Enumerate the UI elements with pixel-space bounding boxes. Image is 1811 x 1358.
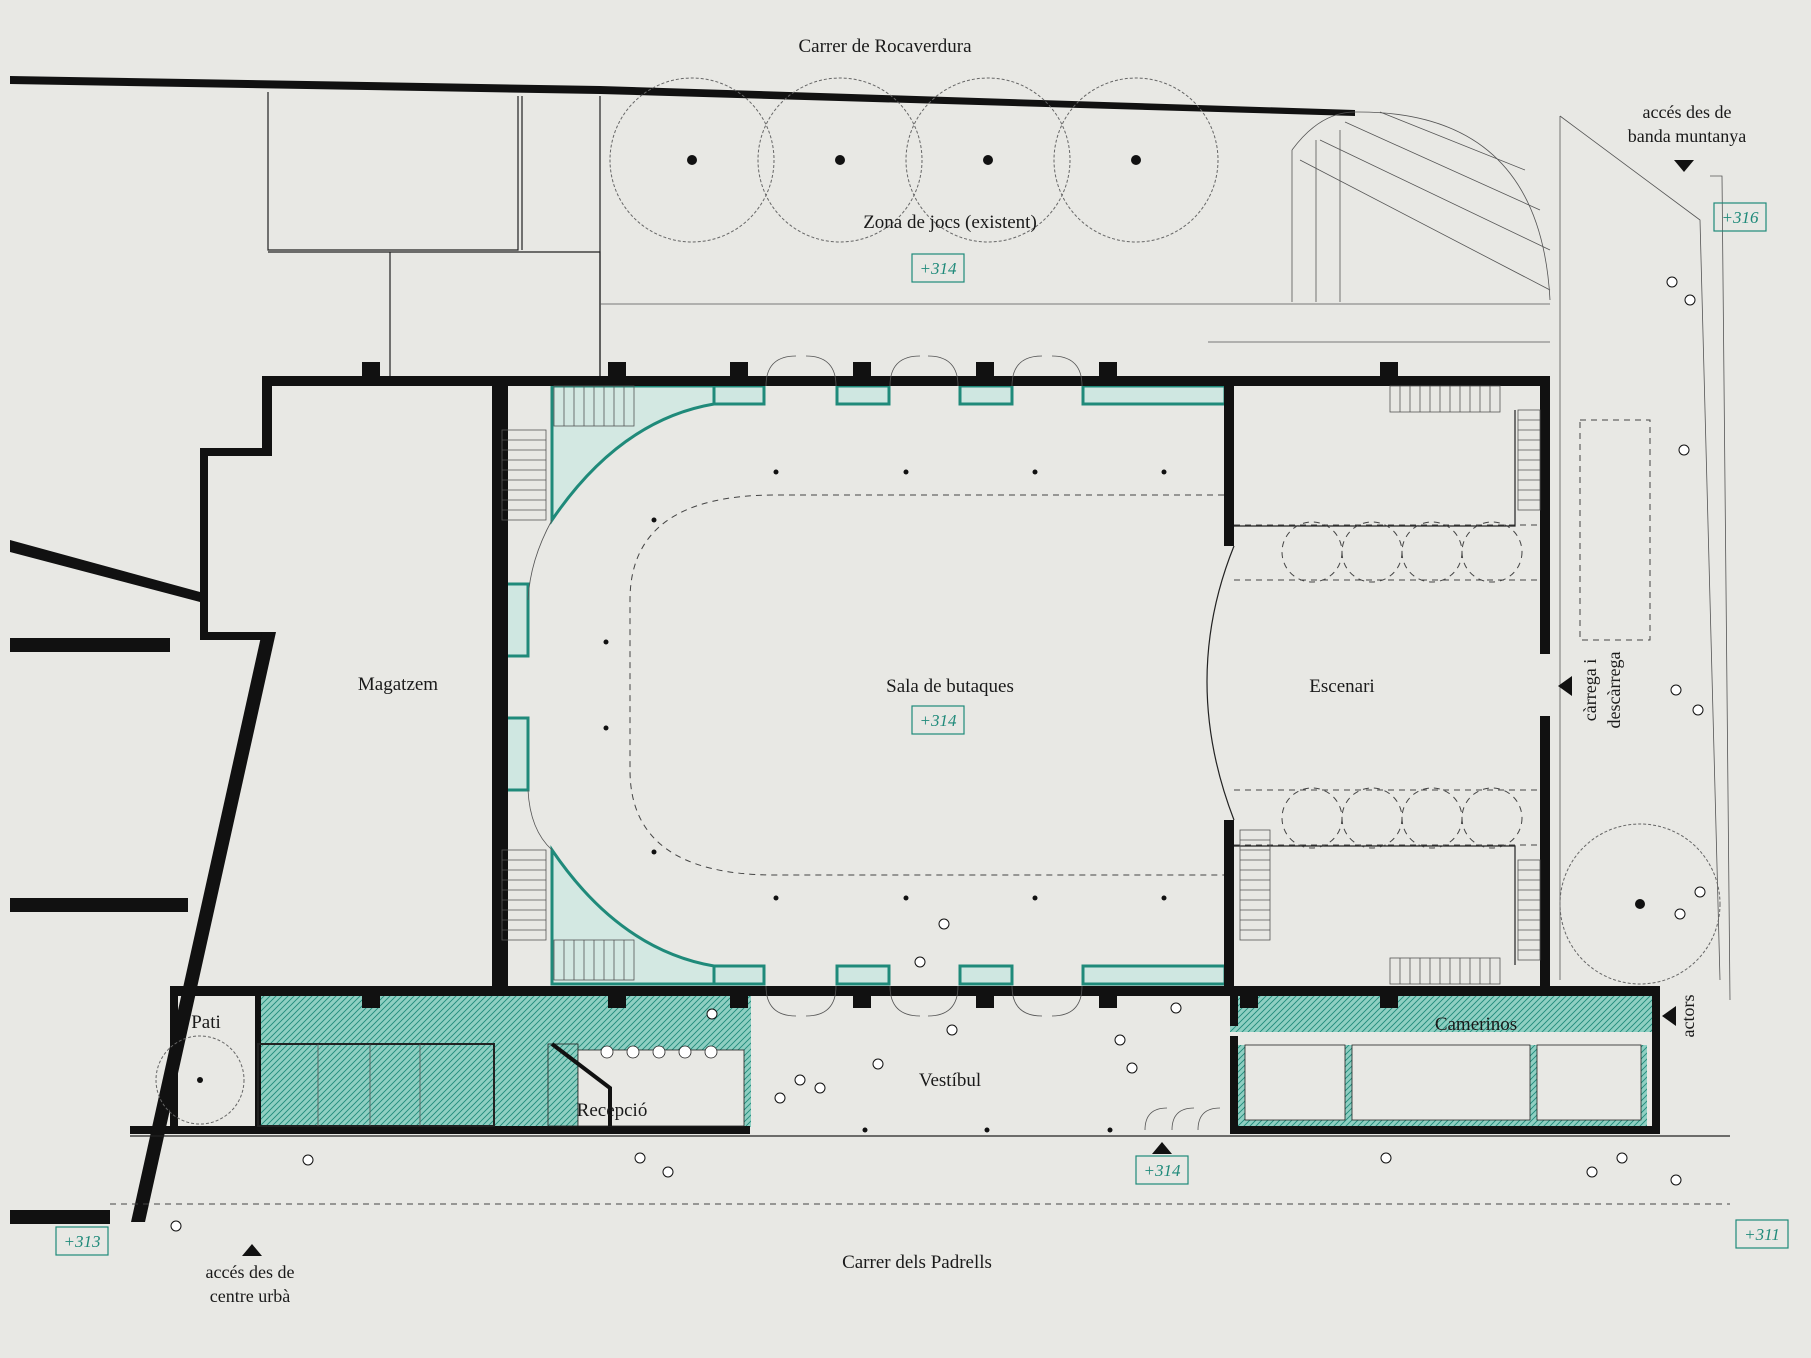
person-icon <box>170 1220 182 1232</box>
pati-label: Pati <box>191 1012 221 1033</box>
tree-icon <box>757 77 923 243</box>
person-icon <box>938 918 950 930</box>
level-zona-jocs: +314 <box>920 259 957 278</box>
auditorium-dots <box>603 469 1167 1133</box>
carrega-line1: càrrega i <box>1580 659 1600 721</box>
person-icon <box>774 1092 786 1104</box>
person-icon <box>1670 1174 1682 1186</box>
person-icon <box>1694 886 1706 898</box>
person-icon <box>1684 294 1696 306</box>
tree-icon <box>1053 77 1219 243</box>
person-icon <box>814 1082 826 1094</box>
person-icon <box>1678 444 1690 456</box>
person-icon <box>914 956 926 968</box>
person-icon <box>302 1154 314 1166</box>
labels: Carrer de Rocaverdura Carrer dels Padrel… <box>64 36 1780 1306</box>
person-icon <box>1670 684 1682 696</box>
dressing-corridor <box>1230 992 1660 1032</box>
person-icon <box>1666 276 1678 288</box>
service-partitions <box>257 1042 1642 1127</box>
access-centre-line2: centre urbà <box>210 1286 290 1306</box>
street-south-label: Carrer dels Padrells <box>842 1252 992 1273</box>
person-icon <box>1616 1152 1628 1164</box>
person-icon <box>706 1008 718 1020</box>
tree-icon <box>905 77 1071 243</box>
triangle-icon <box>242 1244 262 1256</box>
plan-lines <box>110 111 1731 1205</box>
person-icon <box>1114 1034 1126 1046</box>
triangle-icon <box>1558 676 1572 696</box>
actors-label: actors <box>1678 995 1698 1038</box>
person-icon <box>1126 1062 1138 1074</box>
people <box>170 276 1706 1232</box>
vestibul-label: Vestíbul <box>919 1070 981 1091</box>
access-muntanya-line2: banda muntanya <box>1628 126 1746 146</box>
escenari-label: Escenari <box>1309 676 1374 697</box>
stair-west <box>501 385 635 981</box>
access-muntanya-line1: accés des de <box>1643 102 1732 122</box>
amphitheatre-steps <box>1291 111 1551 302</box>
person-icon <box>794 1074 806 1086</box>
person-icon <box>634 1152 646 1164</box>
camerinos-label: Camerinos <box>1435 1014 1517 1035</box>
facade-doors <box>765 355 1221 1131</box>
zona-jocs-label: Zona de jocs (existent) <box>863 212 1037 233</box>
level-southeast: +311 <box>1744 1225 1780 1244</box>
access-centre-line1: accés des de <box>206 1262 295 1282</box>
person-icon <box>946 1024 958 1036</box>
trees <box>155 77 1721 1125</box>
sala-label: Sala de butaques <box>886 676 1014 697</box>
level-boxes <box>55 202 1789 1256</box>
person-icon <box>1692 704 1704 716</box>
access-arrows <box>242 160 1694 1256</box>
person-icon <box>1674 908 1686 920</box>
tree-icon <box>1559 823 1721 985</box>
triangle-icon <box>1674 160 1694 172</box>
stair-east <box>1239 385 1541 985</box>
recepcio-label: Recepció <box>577 1100 648 1121</box>
level-southwest: +313 <box>64 1232 101 1251</box>
person-icon <box>1586 1166 1598 1178</box>
level-sala: +314 <box>920 711 957 730</box>
triangle-icon <box>1662 1006 1676 1026</box>
person-icon <box>662 1166 674 1178</box>
stage-lifts <box>1281 521 1523 849</box>
person-icon <box>1380 1152 1392 1164</box>
street-north-label: Carrer de Rocaverdura <box>798 36 972 57</box>
carrega-line2: descàrrega <box>1604 652 1624 729</box>
tree-icon <box>609 77 775 243</box>
person-icon <box>872 1058 884 1070</box>
walls <box>10 76 1660 1224</box>
person-icon <box>1170 1002 1182 1014</box>
magatzem-label: Magatzem <box>358 674 438 695</box>
level-east: +316 <box>1722 208 1759 227</box>
triangle-icon <box>1152 1142 1172 1154</box>
level-entrance: +314 <box>1144 1161 1181 1180</box>
tree-icon <box>155 1035 245 1125</box>
